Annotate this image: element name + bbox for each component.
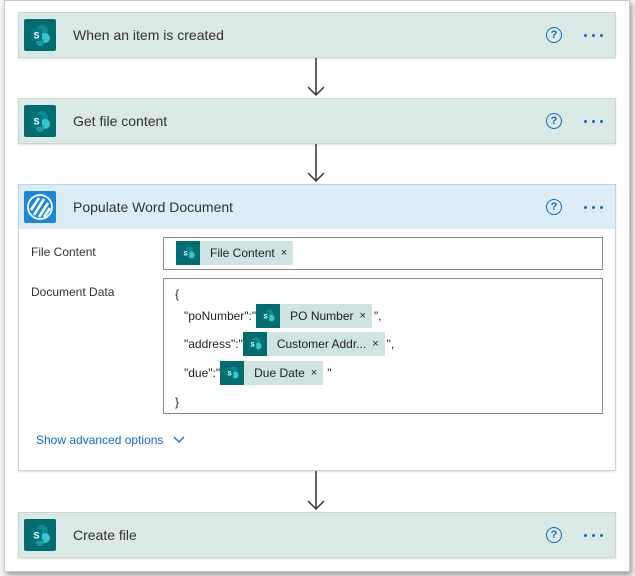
json-line-due: "due":" S Due Date × " <box>184 361 332 385</box>
step-card-get-file-content[interactable]: S Get file content ? <box>18 98 616 144</box>
file-content-field[interactable]: S File Content × <box>163 237 603 270</box>
show-advanced-options-link[interactable]: Show advanced options <box>36 433 185 447</box>
step-card-when-item-created[interactable]: S When an item is created ? <box>18 12 616 58</box>
file-content-label: File Content <box>31 245 96 259</box>
json-key: "poNumber":" <box>184 309 257 323</box>
svg-text:S: S <box>33 117 39 127</box>
help-icon[interactable]: ? <box>546 527 562 543</box>
token-label: Due Date <box>254 366 305 380</box>
json-line-address: "address":" S Customer Addr... × ", <box>184 332 394 356</box>
flow-canvas: S When an item is created ? S Get fi <box>4 0 630 572</box>
help-icon[interactable]: ? <box>546 199 562 215</box>
step-card-create-file[interactable]: S Create file ? <box>18 512 616 558</box>
more-options-icon[interactable] <box>584 30 603 41</box>
help-icon[interactable]: ? <box>546 27 562 43</box>
connector-arrow-icon <box>307 144 325 183</box>
more-options-icon[interactable] <box>584 202 603 213</box>
step-header[interactable]: Populate Word Document ? <box>19 185 615 229</box>
file-content-token[interactable]: S File Content × <box>176 241 294 265</box>
connector-arrow-icon <box>307 58 325 97</box>
more-options-icon[interactable] <box>584 116 603 127</box>
sharepoint-icon: S <box>24 519 56 551</box>
svg-text:S: S <box>264 314 268 320</box>
chevron-down-icon <box>173 436 185 443</box>
svg-text:S: S <box>228 371 232 377</box>
step-title: Get file content <box>73 113 168 129</box>
json-suffix: ", <box>386 337 395 351</box>
step-title: Create file <box>73 527 137 543</box>
document-data-label: Document Data <box>31 285 115 299</box>
sharepoint-icon: S <box>256 304 281 328</box>
step-header[interactable]: S When an item is created ? <box>19 13 615 57</box>
sharepoint-icon: S <box>176 241 200 265</box>
advanced-options-label: Show advanced options <box>36 433 164 447</box>
step-header[interactable]: S Create file ? <box>19 513 615 557</box>
sharepoint-icon: S <box>24 19 56 51</box>
customer-address-token[interactable]: S Customer Addr... × <box>242 332 385 356</box>
remove-token-icon[interactable]: × <box>310 367 318 379</box>
svg-text:S: S <box>33 31 39 41</box>
json-key: "address":" <box>184 337 243 351</box>
remove-token-icon[interactable]: × <box>280 247 288 259</box>
json-key: "due":" <box>184 366 221 380</box>
remove-token-icon[interactable]: × <box>372 338 379 350</box>
more-options-icon[interactable] <box>584 530 603 541</box>
connector-arrow-icon <box>307 471 325 511</box>
svg-text:S: S <box>184 251 188 257</box>
document-data-field[interactable]: { "poNumber":" S PO Number × ", <box>163 278 603 414</box>
svg-text:S: S <box>250 342 254 348</box>
encodian-icon <box>24 191 56 223</box>
due-date-token[interactable]: S Due Date × <box>220 361 324 385</box>
po-number-token[interactable]: S PO Number × <box>256 304 372 328</box>
token-label: PO Number <box>290 309 354 323</box>
token-label: File Content <box>210 246 275 260</box>
sharepoint-icon: S <box>220 361 245 385</box>
sharepoint-icon: S <box>242 332 267 356</box>
svg-text:S: S <box>33 531 39 541</box>
step-title: Populate Word Document <box>73 199 234 215</box>
sharepoint-icon: S <box>24 105 56 137</box>
close-brace: } <box>175 395 180 409</box>
help-icon[interactable]: ? <box>546 113 562 129</box>
json-suffix: ", <box>373 309 382 323</box>
step-title: When an item is created <box>73 27 224 43</box>
token-label: Customer Addr... <box>276 337 367 351</box>
step-header[interactable]: S Get file content ? <box>19 99 615 143</box>
step-card-populate-word-document[interactable]: Populate Word Document ? File Content S … <box>18 184 616 471</box>
remove-token-icon[interactable]: × <box>359 310 366 322</box>
json-line-po-number: "poNumber":" S PO Number × ", <box>184 304 382 328</box>
json-suffix: " <box>327 366 332 380</box>
open-brace: { <box>175 287 180 301</box>
